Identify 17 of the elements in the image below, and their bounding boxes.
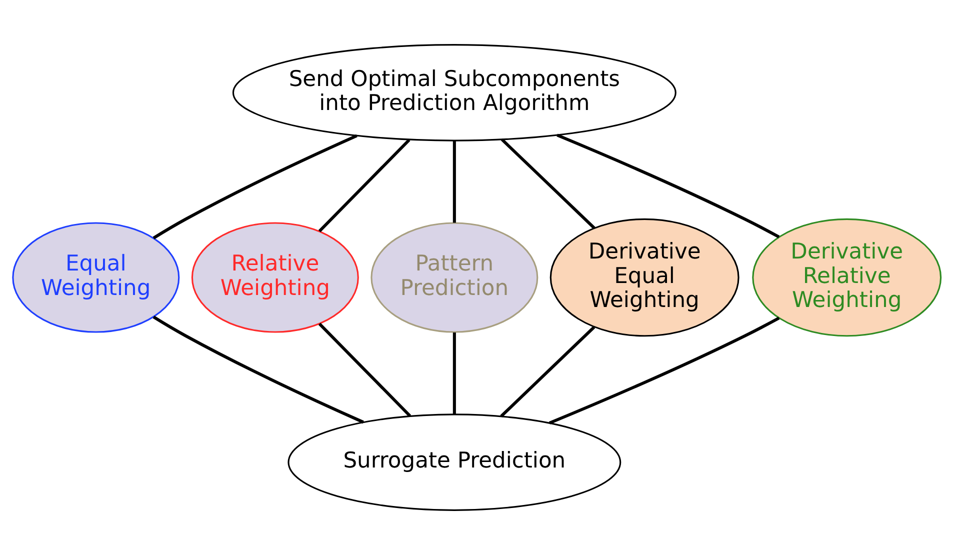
node-ellipse: Pattern Prediction (370, 222, 538, 333)
connector (152, 134, 358, 240)
node-ellipse: Derivative Relative Weighting (752, 218, 942, 337)
node-ellipse: Derivative Equal Weighting (550, 218, 740, 337)
connector (452, 140, 456, 223)
connector (500, 326, 596, 418)
node-ellipse: Relative Weighting (191, 222, 359, 333)
connector (452, 332, 456, 414)
connector (556, 134, 780, 238)
connector (318, 138, 410, 232)
connector (548, 316, 780, 424)
connector (152, 316, 364, 424)
connector (500, 138, 596, 230)
node-ellipse: Surrogate Prediction (288, 414, 622, 511)
connector (318, 322, 412, 417)
node-ellipse: Equal Weighting (12, 222, 180, 333)
node-ellipse: Send Optimal Subcomponents into Prediction Algorithm (232, 44, 676, 142)
